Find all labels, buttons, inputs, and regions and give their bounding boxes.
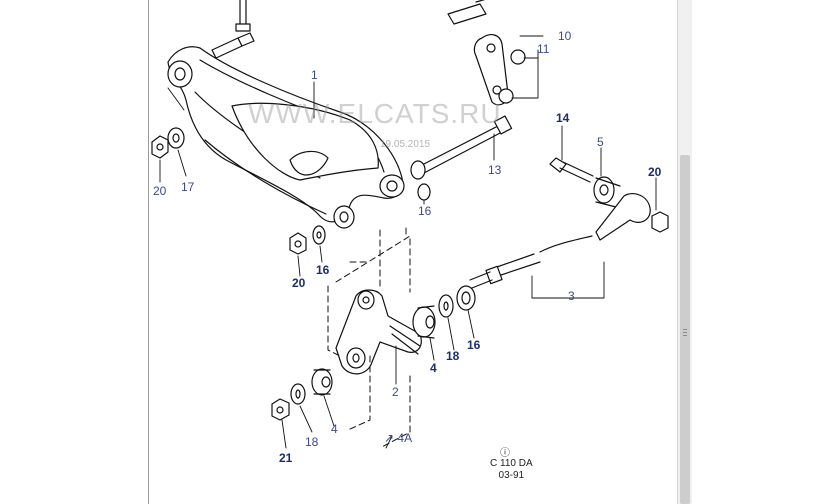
callout-part-18-lower[interactable]: 18 <box>305 435 319 449</box>
washer-part-16-right <box>456 285 476 311</box>
callout-part-4-lower[interactable]: 4 <box>331 422 338 436</box>
callout-part-16-center[interactable]: 16 <box>418 204 432 218</box>
arm-pivot-bolt <box>211 32 255 59</box>
callout-part-5[interactable]: 5 <box>597 135 604 149</box>
spindle-carrier-part-2 <box>335 289 422 375</box>
callout-part-10[interactable]: 10 <box>558 29 572 43</box>
bushing-part-4-upper <box>412 305 436 339</box>
vertical-scrollbar[interactable] <box>677 0 692 504</box>
callout-part-18-upper[interactable]: 18 <box>446 349 460 363</box>
right-margin <box>692 0 823 504</box>
callout-leaders <box>159 35 657 449</box>
nut-part-20-right <box>651 211 669 233</box>
callout-part-4a[interactable]: ↗ 4A <box>384 432 412 444</box>
link-bracket-part-10 <box>447 0 509 106</box>
nut-part-20-lower <box>289 232 307 255</box>
washer-part-18-upper <box>438 294 454 318</box>
tie-rod-part-3 <box>469 193 651 289</box>
nut-part-21 <box>271 398 290 421</box>
scroll-grip-line <box>683 332 687 333</box>
callout-part-11[interactable]: 11 <box>537 42 550 56</box>
callout-part-1[interactable]: 1 <box>311 68 318 82</box>
diagram-reference-code: C 110 DA 03-91 <box>490 458 533 482</box>
callout-part-17[interactable]: 17 <box>181 180 195 194</box>
callout-part-20-right[interactable]: 20 <box>648 165 662 179</box>
scroll-grip-line <box>683 335 687 336</box>
watermark-date: 19.05.2015 <box>380 139 431 150</box>
nut-part-20-left <box>151 135 169 159</box>
callout-part-4a-label: 4A <box>397 431 413 445</box>
control-arm-part-1 <box>167 46 405 229</box>
callout-part-16-lower[interactable]: 16 <box>316 263 330 277</box>
long-bolt-part-13 <box>410 115 513 180</box>
callout-part-14[interactable]: 14 <box>556 111 570 125</box>
scroll-grip-line <box>683 329 687 330</box>
washer-part-16-center <box>417 183 431 201</box>
assembly-guide-lines <box>327 227 411 449</box>
bushing-part-5 <box>593 176 621 209</box>
callout-marker-icon: ↗ <box>384 431 398 445</box>
washer-part-18-lower <box>290 383 306 405</box>
callout-part-21[interactable]: 21 <box>279 451 293 465</box>
reference-date-code: 03-91 <box>498 470 525 481</box>
washer-part-17 <box>167 127 185 149</box>
callout-part-3[interactable]: 3 <box>568 289 575 303</box>
callout-part-4-upper[interactable]: 4 <box>430 361 437 375</box>
bushing-part-4-lower <box>311 368 333 396</box>
callout-part-20-lower[interactable]: 20 <box>292 276 306 290</box>
info-circle-icon: ⓘ <box>500 448 510 459</box>
washer-part-16-lower <box>312 225 326 245</box>
callout-part-13[interactable]: 13 <box>488 163 502 177</box>
left-margin <box>0 0 148 504</box>
callout-part-2[interactable]: 2 <box>392 385 399 399</box>
callout-part-20-left[interactable]: 20 <box>153 184 167 198</box>
bolt-part-14 <box>549 157 594 183</box>
watermark-text: WWW.ELCATS.RU <box>248 98 502 129</box>
reference-code: C 110 DA <box>490 458 533 469</box>
bushing-part-11 <box>498 49 526 104</box>
scrollbar-thumb[interactable] <box>680 155 690 504</box>
top-bolt-part <box>235 0 251 32</box>
callout-part-16-right[interactable]: 16 <box>467 338 481 352</box>
